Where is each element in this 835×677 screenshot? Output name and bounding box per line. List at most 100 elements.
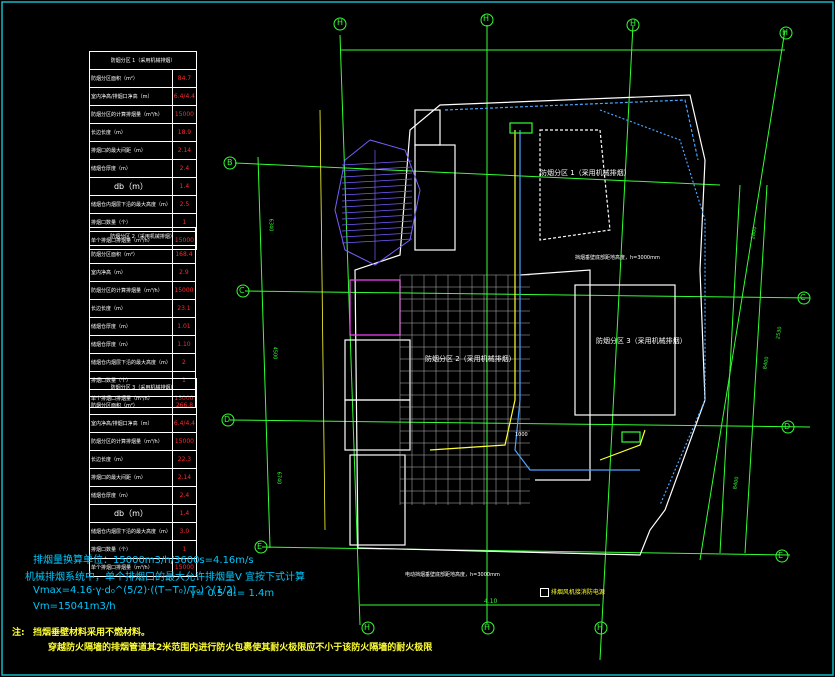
zone-1-room: [539, 129, 611, 241]
table-row: 防烟分区的计算排烟量（m³/h）15000: [89, 105, 197, 124]
row-value: 2.5: [171, 195, 197, 214]
zone-1-label: 防烟分区 1（采用机械排烟）: [540, 169, 631, 177]
dim-bottom: 4.10: [484, 598, 498, 605]
axis-label-b: B: [227, 158, 233, 167]
row-value: 1.01: [171, 317, 197, 336]
axis-markers: [221, 13, 811, 635]
row-value: 168.4: [171, 245, 197, 264]
row-label: 室内净高/排烟口净高（m）: [89, 414, 173, 433]
max-exhaust-note: 机械排烟系统中，单个排烟口的最大允许排烟量V 宜按下式计算: [25, 572, 306, 583]
row-value: 2.4: [171, 159, 197, 178]
table-row: 排烟口的最大间距（m）2.14: [89, 468, 197, 487]
stair-hall: [334, 139, 421, 266]
row-label: 排烟口的最大间距（m）: [89, 468, 173, 487]
table-row: 长边长度（m）23.1: [89, 299, 197, 318]
row-label: 储烟仓厚度（m）: [89, 335, 173, 354]
row-value: 1.4: [171, 504, 197, 523]
table-header: 防烟分区 1（采用机械排烟）: [89, 51, 197, 70]
row-value: 2: [171, 353, 197, 372]
axis-line-e: [261, 546, 791, 556]
duct-outlet-3: [621, 431, 641, 443]
row-label: 储烟仓厚度（m）: [89, 486, 173, 505]
row-value: 15000: [171, 281, 197, 300]
row-label: 储烟仓厚度（m）: [89, 317, 173, 336]
duct-main: [429, 130, 516, 451]
axis-line-b: [234, 162, 721, 186]
table-row: 防烟分区面积（m²）168.4: [89, 245, 197, 264]
table-row: 排烟口数量（个）1: [89, 540, 197, 559]
table-row: 储烟仓内烟层下沿的最大高度（m）2: [89, 353, 197, 372]
row-value: 18.9: [171, 123, 197, 142]
table-row: 防烟分区面积（m²）84.7: [89, 69, 197, 88]
stair-polygon: [334, 139, 421, 266]
stair-tread: [341, 178, 413, 184]
row-value: 15000: [171, 558, 197, 577]
row-label: 防烟分区面积（m²）: [89, 245, 173, 264]
row-value: 2.9: [171, 263, 197, 282]
table-row: 储烟仓厚度（m）1.01: [89, 317, 197, 336]
note-1: 挡烟垂壁材料采用不燃材料。: [33, 628, 151, 638]
stair-tread: [341, 208, 413, 214]
axis-circle-8: [361, 621, 375, 635]
unit-conversion-note: 排烟量换算单位：15000m3/h/3600s=4.16m/s: [33, 555, 254, 566]
legend-box-icon: [540, 588, 549, 597]
row-label: 储烟仓内烟层下沿的最大高度（m）: [89, 353, 173, 372]
dim-left-2: 4500: [271, 346, 278, 360]
zone-boundary-1: [519, 269, 591, 481]
dim-left-1: 6340: [267, 218, 274, 232]
table-row: 单个排烟口排烟量（m³/h）15000: [89, 558, 197, 577]
facade-blue-dash: [444, 99, 699, 161]
axis-circle-4: [333, 17, 347, 31]
row-label: 储烟仓内烟层下沿的最大高度（m）: [89, 522, 173, 541]
row-value: 3.0: [171, 522, 197, 541]
row-label: 防烟分区面积（m²）: [89, 396, 173, 415]
formula-params: γ= 0.5 d₁= 1.4m: [190, 588, 275, 599]
axis-circle-9: [481, 621, 495, 635]
table-row: 防烟分区面积（m²）266.8: [89, 396, 197, 415]
axis-circle-2: [221, 413, 235, 427]
room-west-2: [344, 399, 411, 451]
axis-label-n2: H: [483, 14, 490, 23]
axis-label-s3: H: [597, 623, 604, 632]
table-row: 长边长度（m）18.9: [89, 123, 197, 142]
row-label: 储烟仓厚度（m）: [89, 159, 173, 178]
row-value: 2.14: [171, 468, 197, 487]
row-value: 1.10: [171, 335, 197, 354]
axis-circle-1: [236, 284, 250, 298]
row-value: 22.3: [171, 450, 197, 469]
row-value: 2.4: [171, 486, 197, 505]
dim-line-right2: [744, 184, 768, 554]
row-label: 长边长度（m）: [89, 450, 173, 469]
axis-line-c: [244, 290, 811, 299]
table-row: 储烟仓内烟层下沿的最大高度（m）2.5: [89, 195, 197, 214]
stair-tread: [341, 166, 413, 172]
dim-1000: 1000: [515, 432, 528, 438]
stair-tread: [341, 232, 413, 238]
fan-note-text: 排烟风机接消防电源: [550, 589, 605, 596]
table-header-row: 防烟分区 3（采用机械排烟）: [89, 378, 197, 397]
stair-tread: [341, 202, 413, 208]
core-room-1: [414, 144, 456, 251]
row-label: db（m）: [89, 177, 173, 196]
axis-label-c: C: [239, 286, 245, 295]
stair-treads: [341, 150, 413, 260]
fan-note: 排烟风机接消防电源: [540, 587, 605, 597]
stair-tread: [341, 214, 413, 220]
dim-line-left: [257, 156, 271, 549]
axis-circle-5: [480, 13, 494, 27]
table-header: 防烟分区 3（采用机械排烟）: [89, 378, 197, 397]
formula: Vmax=4.16·γ·d₀^(5/2)·((T−T₀)/T₀)^(1/2): [33, 585, 237, 596]
table-header-row: 防烟分区 2（采用机械排烟）: [89, 227, 196, 246]
row-value: 2.14: [171, 141, 197, 160]
smoke-curtain-label-bottom: 电动挡烟垂壁底部距地高度，h=3000mm: [405, 572, 500, 578]
axis-label-d: D: [224, 415, 231, 424]
stair-tread: [341, 190, 413, 196]
axis-label-e: E: [257, 542, 263, 551]
table-row: 储烟仓厚度（m）2.4: [89, 486, 197, 505]
row-label: db（m）: [89, 504, 173, 523]
dim-left-3: 6740: [275, 471, 282, 485]
